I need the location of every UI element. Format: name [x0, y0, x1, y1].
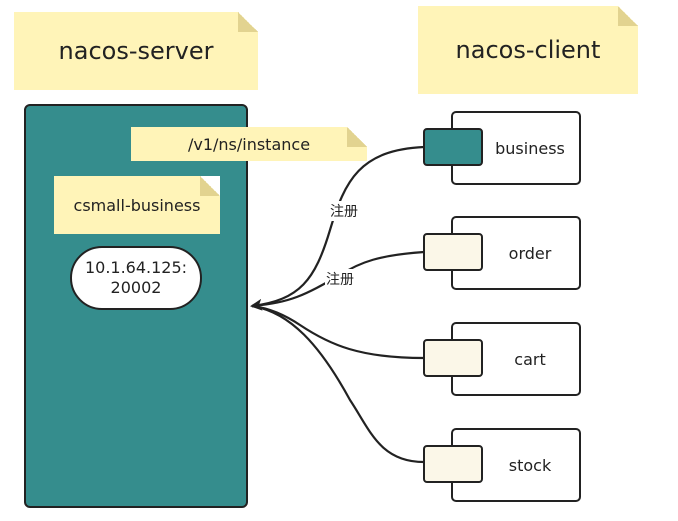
endpoint-label: /v1/ns/instance [187, 134, 311, 154]
edge-cart [251, 304, 425, 360]
client-business-port [423, 128, 483, 166]
client-title: nacos-client [455, 36, 601, 64]
client-title-note: nacos-client [418, 6, 638, 94]
edge-label-register-1: 注册 [329, 201, 359, 221]
endpoint-note: /v1/ns/instance [131, 127, 367, 161]
instance-address: 10.1.64.125: 20002 [70, 246, 202, 310]
address-line-2: 20002 [110, 278, 162, 297]
service-name-note: csmall-business [54, 176, 220, 234]
client-cart-port [423, 339, 483, 377]
client-stock-port [423, 445, 483, 483]
client-stock-label: stock [508, 455, 552, 475]
client-order-label: order [508, 243, 552, 263]
edge-label-register-2: 注册 [325, 269, 355, 289]
edge-stock [251, 304, 425, 464]
service-name-label: csmall-business [73, 195, 201, 215]
client-business-label: business [495, 138, 565, 158]
server-title: nacos-server [58, 37, 214, 65]
address-line-1: 10.1.64.125: [84, 258, 188, 277]
client-cart-label: cart [514, 349, 546, 369]
client-order-port [423, 233, 483, 271]
server-title-note: nacos-server [14, 12, 258, 90]
